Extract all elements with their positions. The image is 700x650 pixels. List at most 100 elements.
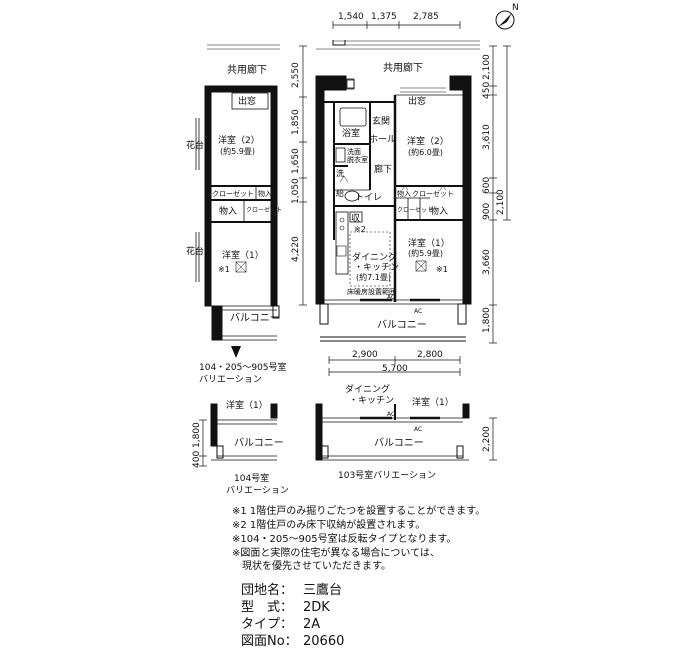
dim-right-5: 2,100 bbox=[496, 189, 506, 215]
corridor-parapet bbox=[207, 40, 480, 50]
note-1: ※1 1階住戸のみ掘りごたつを設置することができます。 bbox=[232, 506, 486, 517]
dim-right-3: 3,610 bbox=[482, 124, 492, 150]
dining-kitchen-size: (約7.1畳) bbox=[356, 272, 391, 282]
dim-left-1: 2,550 bbox=[291, 62, 301, 88]
note-mark-2-label: ※2 bbox=[354, 225, 366, 234]
closet-short-label-right: クローゼット bbox=[397, 206, 433, 214]
dining-kitchen-103-label-2: ・キッチン bbox=[349, 395, 394, 406]
variation-main-label: 104・205〜905号室 bbox=[199, 361, 287, 373]
ac-label-main-2: AC bbox=[414, 308, 422, 315]
flower-bed-label-2: 花台 bbox=[186, 245, 204, 257]
western-room-2-left-size: (約5.9畳) bbox=[220, 146, 255, 156]
left-dimensions bbox=[299, 45, 307, 306]
dim-top-3: 2,785 bbox=[413, 12, 439, 22]
balcony-label-main: バルコニー bbox=[377, 319, 427, 331]
closet-label-left: クローゼット bbox=[212, 189, 254, 198]
dim-bottom-2: 2,800 bbox=[417, 350, 443, 360]
dim-left-4: 1,050 bbox=[291, 178, 301, 204]
western-room-1-103-label: 洋室（1） bbox=[412, 396, 454, 408]
info-complex-label: 団地名： bbox=[241, 583, 294, 598]
dim-left-5: 4,220 bbox=[291, 236, 301, 262]
entrance-label: 玄関 bbox=[372, 115, 390, 127]
dim-104-2: 400 bbox=[192, 451, 202, 468]
storage-label-left-2: 物入 bbox=[219, 205, 237, 217]
corridor-inner-label: 廊下 bbox=[374, 163, 392, 175]
note-2: ※2 1階住戸のみ床下収納が設置されます。 bbox=[232, 520, 426, 531]
note-mark-1-left: ※1 bbox=[218, 265, 230, 274]
dining-kitchen-label: ダイニング bbox=[352, 251, 397, 263]
dim-top-1: 1,540 bbox=[338, 12, 364, 22]
note-mark-1-right: ※1 bbox=[436, 265, 448, 274]
dim-left-3: 1,650 bbox=[291, 148, 301, 174]
washroom-label: 洗面 bbox=[347, 147, 361, 156]
dim-right-2: 450 bbox=[482, 82, 492, 99]
dressing-label: 脱衣室 bbox=[347, 155, 368, 164]
dim-bottom-1: 2,900 bbox=[352, 350, 378, 360]
variation-103-label: 103号室バリエーション bbox=[338, 469, 436, 481]
balcony-label-left: バルコニー bbox=[230, 312, 280, 324]
entrance-arrow-icon bbox=[231, 346, 241, 358]
western-room-1-left-label: 洋室（1） bbox=[222, 249, 264, 261]
top-dimensions bbox=[332, 21, 461, 29]
western-room-1-right-label: 洋室（1） bbox=[408, 237, 450, 249]
info-drawing-label: 図面No： bbox=[241, 634, 298, 649]
dim-right-4: 600 bbox=[482, 177, 492, 194]
storage-label-right: 物入 bbox=[397, 189, 411, 198]
info-drawing-value: 20660 bbox=[303, 634, 345, 649]
floor-heating-label: 床暖房設置範囲 bbox=[347, 287, 396, 296]
info-subtype-value: 2A bbox=[303, 617, 321, 632]
dim-bottom-total: 5,700 bbox=[382, 364, 408, 374]
balcony-103-label: バルコニー bbox=[374, 437, 424, 449]
dim-103: 2,200 bbox=[482, 426, 492, 452]
western-room-2-right-label: 洋室（2） bbox=[407, 135, 449, 147]
dim-top-2: 1,375 bbox=[371, 12, 397, 22]
main-plan-walls bbox=[315, 75, 472, 342]
western-room-2-left-label: 洋室（2） bbox=[218, 134, 260, 146]
water-heater-label: 給 bbox=[336, 188, 344, 198]
dim-right-7: 3,660 bbox=[482, 249, 492, 275]
info-subtype-label: タイプ： bbox=[241, 617, 294, 632]
corridor-label-left: 共用廊下 bbox=[227, 63, 267, 76]
info-complex-value: 三鷹台 bbox=[303, 583, 343, 598]
flower-bed-label-1: 花台 bbox=[186, 139, 204, 151]
note-5: 現状を優先させていただきます。 bbox=[232, 561, 391, 572]
washer-label: 洗 bbox=[336, 168, 344, 178]
bath-label: 浴室 bbox=[342, 127, 360, 139]
balcony-104-label: バルコニー bbox=[234, 437, 284, 449]
storage-label-left: 物入 bbox=[258, 189, 272, 198]
bottom-dimensions bbox=[328, 356, 461, 376]
eps-mb-label: EPS MB bbox=[322, 82, 344, 89]
storage-kanji-label: 収 bbox=[351, 212, 360, 224]
western-room-1-right-size: (約5.9畳) bbox=[408, 248, 443, 258]
variation-plan-walls bbox=[195, 85, 280, 341]
ac-label-main: AC bbox=[387, 294, 395, 301]
hall-label: ホール bbox=[369, 134, 396, 145]
corridor-label-right: 共用廊下 bbox=[383, 61, 423, 74]
variation-103-plan bbox=[315, 403, 497, 461]
info-type-value: 2DK bbox=[303, 600, 330, 615]
right-dimensions bbox=[489, 45, 511, 344]
north-compass-icon: N bbox=[495, 3, 519, 30]
variation-104-plan bbox=[199, 403, 278, 467]
dim-104-1: 1,800 bbox=[192, 422, 202, 448]
variation-main-label-2: バリエーション bbox=[199, 374, 262, 385]
dim-right-6: 900 bbox=[482, 203, 492, 220]
closet-label-right: クローゼット bbox=[412, 189, 454, 198]
variation-104-label: 104号室 bbox=[234, 472, 269, 484]
ac-label-103: AC bbox=[387, 411, 395, 418]
bay-window-left-label: 出窓 bbox=[238, 95, 256, 107]
ac-label-103-2: AC bbox=[414, 426, 422, 433]
info-type: 型 式：2DK bbox=[241, 600, 330, 616]
closet-short-label-left: クローゼット bbox=[246, 206, 282, 214]
compass-label: N bbox=[512, 3, 519, 13]
dim-left-2: 1,850 bbox=[291, 109, 301, 135]
toilet-label: トイレ bbox=[355, 193, 382, 203]
variation-104-label-2: バリエーション bbox=[226, 485, 289, 496]
info-complex: 団地名： 三鷹台 bbox=[241, 583, 342, 599]
note-4: ※図面と実際の住宅が異なる場合については、 bbox=[232, 548, 440, 559]
dim-right-8: 1,800 bbox=[482, 307, 492, 333]
storage-label-right-2: 物入 bbox=[430, 205, 448, 217]
dim-right-1: 2,100 bbox=[482, 54, 492, 80]
western-room-1-104-label: 洋室（1） bbox=[226, 399, 268, 411]
